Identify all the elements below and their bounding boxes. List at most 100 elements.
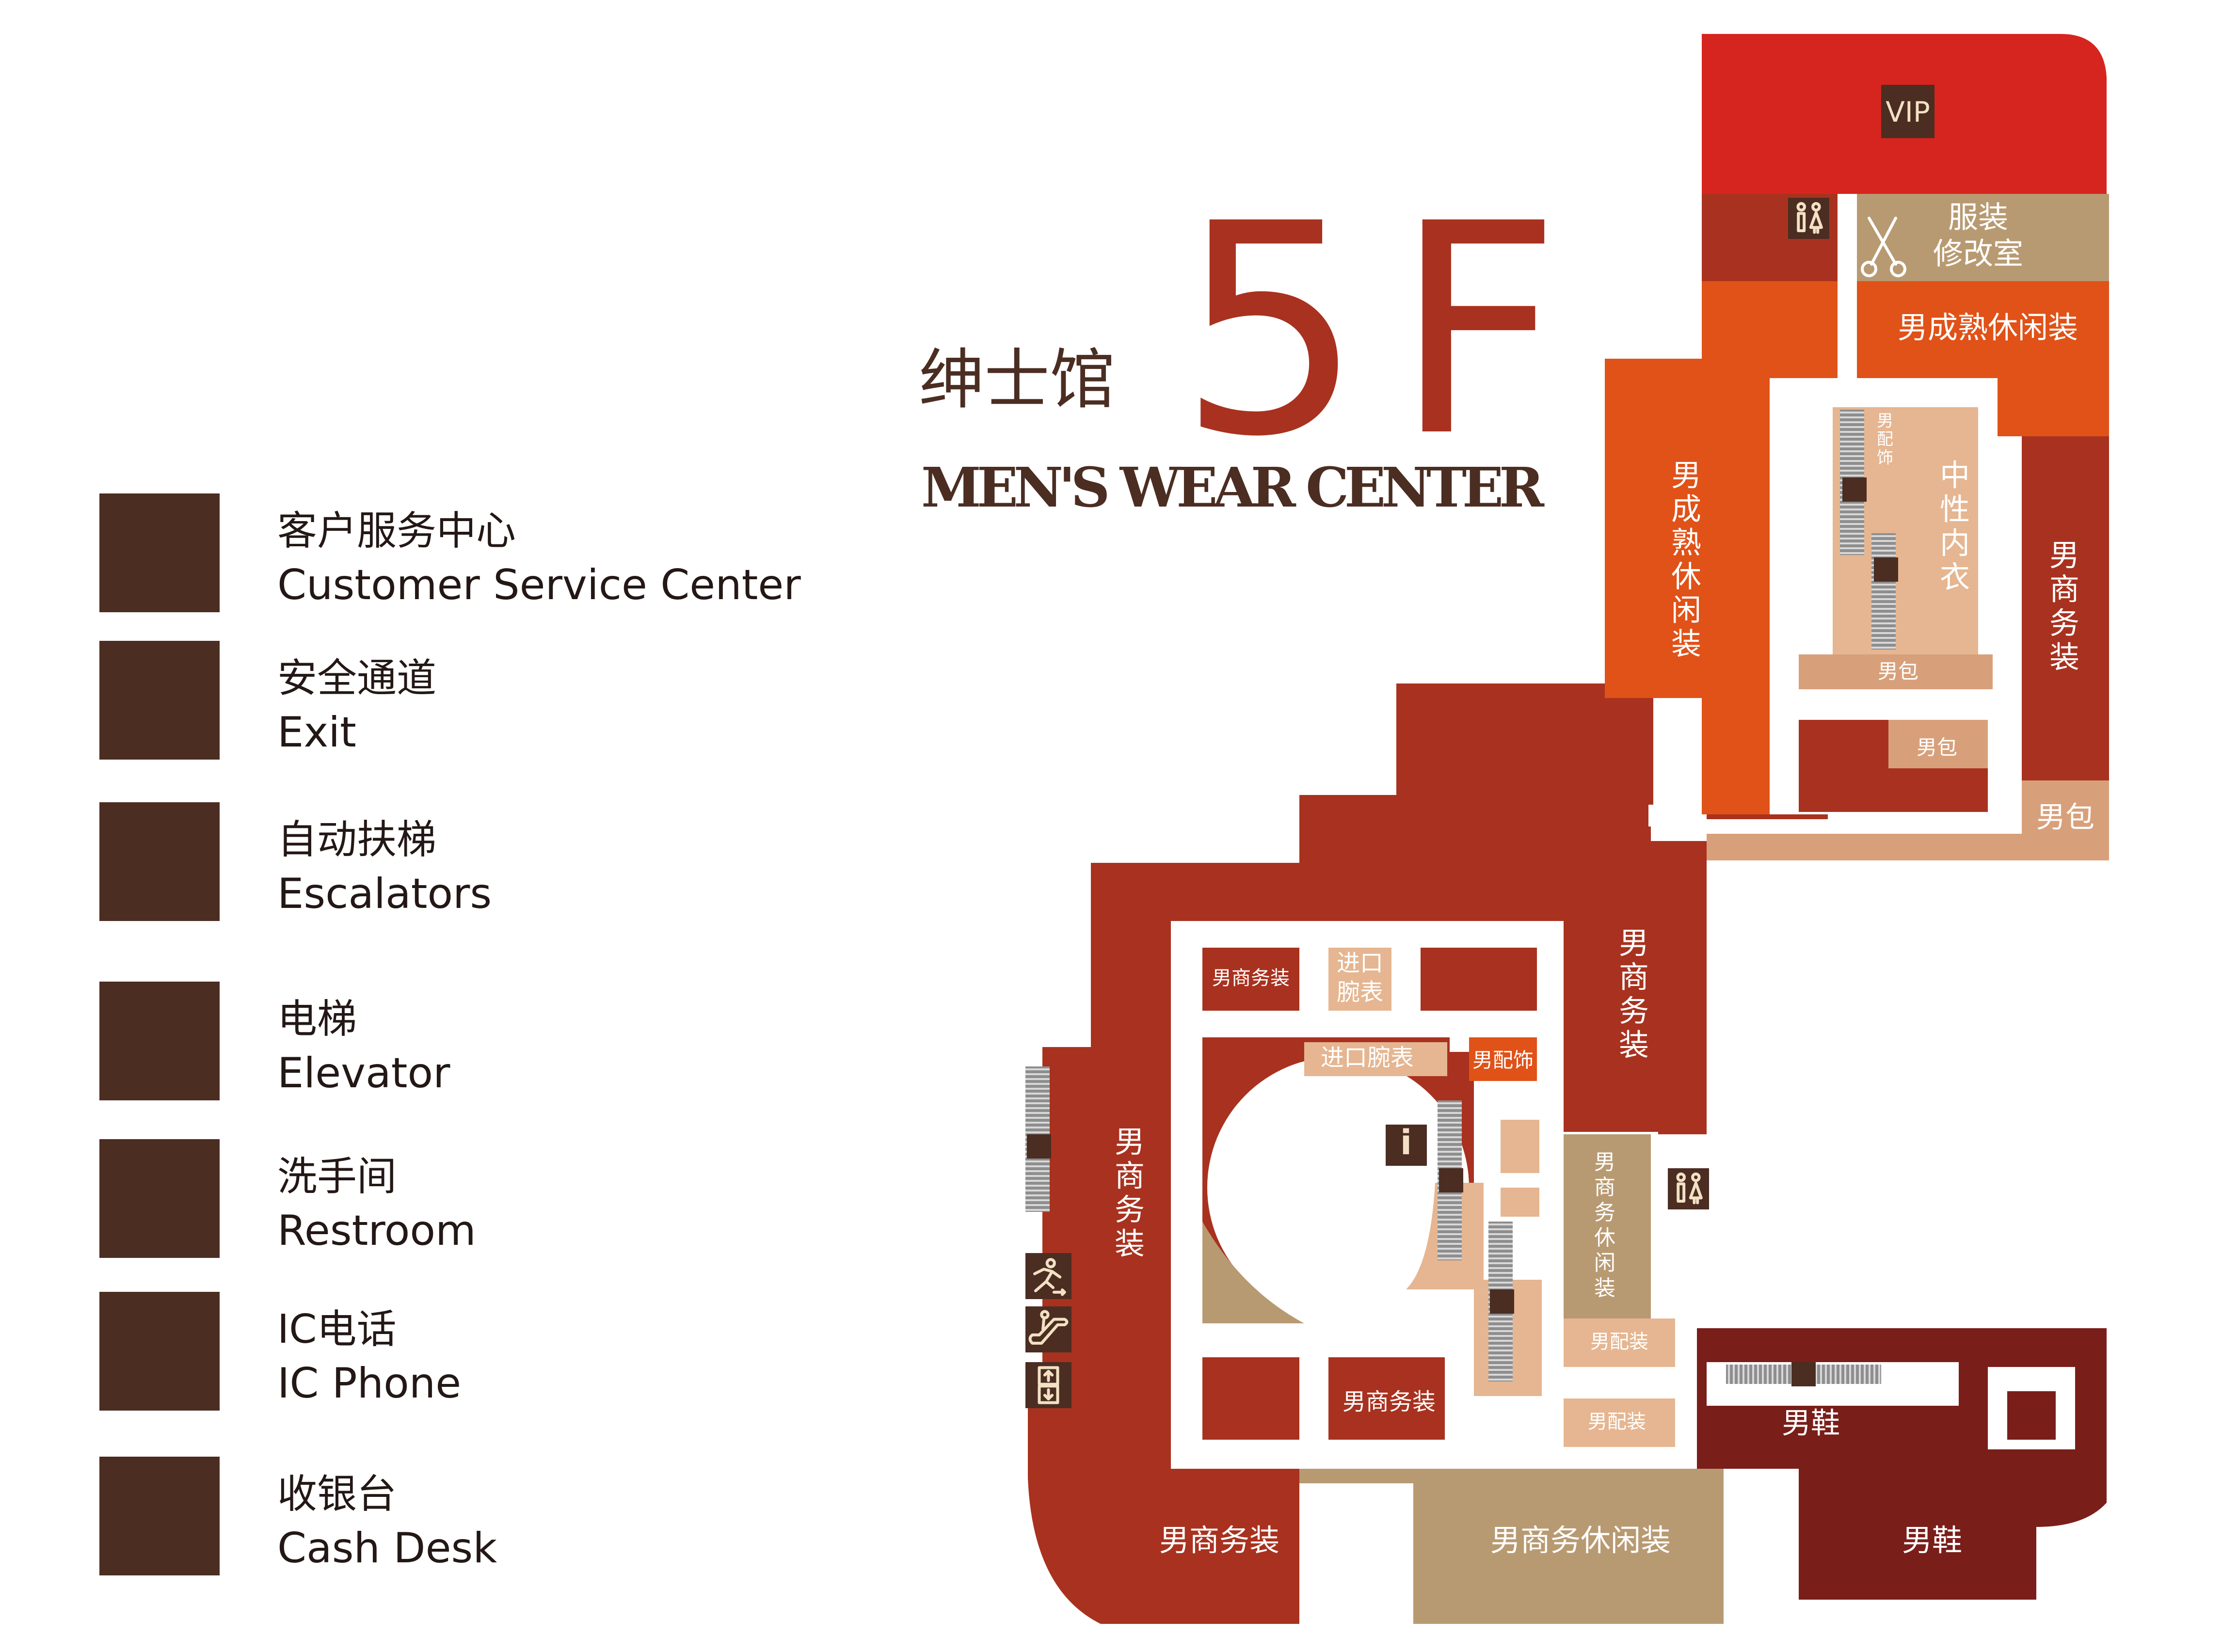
label-business-low: 男商务装 bbox=[1343, 1388, 1436, 1415]
block-business-right[interactable] bbox=[2022, 436, 2109, 785]
block-business-low[interactable] bbox=[1328, 1357, 1445, 1440]
label-biz-casual-mid-char: 装 bbox=[1594, 1276, 1615, 1301]
block-acc-d[interactable] bbox=[1564, 1398, 1675, 1447]
block-accessories-b[interactable] bbox=[1469, 1037, 1537, 1081]
label-bags-b: 男包 bbox=[1917, 736, 1957, 760]
block-bags-a[interactable] bbox=[1799, 654, 1993, 689]
block-import-watch-b[interactable] bbox=[1304, 1042, 1447, 1076]
label-acc-d: 男配装 bbox=[1588, 1411, 1646, 1433]
label-mature-casual-left-char: 闲 bbox=[1671, 592, 1701, 628]
scissors-icon bbox=[1861, 217, 1906, 277]
block-tan-corner[interactable] bbox=[1202, 1222, 1304, 1323]
map-restroom-icon-top[interactable] bbox=[1788, 198, 1829, 239]
label-underwear-char: 中 bbox=[1940, 458, 1970, 493]
label-underwear-char: 性 bbox=[1940, 492, 1970, 527]
map-escalator-icon-d[interactable] bbox=[1439, 1168, 1463, 1192]
legend-label-cn: 洗手间 bbox=[277, 1154, 397, 1200]
legend-label-en: Customer Service Center bbox=[277, 561, 801, 609]
label-shoes-a: 男鞋 bbox=[1782, 1407, 1840, 1441]
legend-label-en: IC Phone bbox=[277, 1359, 461, 1408]
label-import-watch-a-line: 进口 bbox=[1337, 950, 1383, 977]
vip-icon bbox=[99, 493, 220, 612]
label-mature-casual-left-char: 休 bbox=[1671, 558, 1701, 594]
restroom-icon bbox=[99, 1139, 220, 1258]
block-step-b[interactable] bbox=[1396, 683, 1653, 805]
escalator-tower-b[interactable] bbox=[1871, 533, 1896, 650]
label-mature-casual-top: 男成熟休闲装 bbox=[1898, 310, 2078, 345]
label-business-left-char: 商 bbox=[1115, 1158, 1145, 1193]
block-court-top-a[interactable] bbox=[1421, 841, 1537, 919]
block-shoes-a[interactable] bbox=[1702, 1406, 1901, 1447]
map-escalator-icon-c[interactable] bbox=[1027, 1134, 1051, 1159]
label-acc-c: 男配装 bbox=[1590, 1331, 1648, 1353]
escalator-glyph bbox=[1028, 1310, 1069, 1345]
label-biz-casual-mid-char: 休 bbox=[1594, 1225, 1615, 1250]
label-biz-casual-mid-char: 男 bbox=[1594, 1150, 1615, 1175]
legend-label-en: Cash Desk bbox=[277, 1524, 497, 1573]
block-corridor-strip[interactable] bbox=[1707, 834, 2109, 860]
label-shoes-b: 男鞋 bbox=[1902, 1523, 1962, 1558]
label-business-bottom: 男商务装 bbox=[1159, 1523, 1279, 1558]
hall-name-en: MEN'S WEAR CENTER bbox=[921, 456, 1545, 520]
elevator-icon bbox=[99, 982, 220, 1100]
hall-name-cn: 绅士馆 bbox=[919, 342, 1115, 418]
block-bags-b[interactable] bbox=[1888, 720, 1988, 768]
label-business-left-char: 务 bbox=[1115, 1192, 1145, 1227]
block-biz-casual-mid[interactable] bbox=[1564, 1134, 1651, 1318]
block-alteration[interactable] bbox=[1857, 194, 2109, 281]
map-escalator-icon-f[interactable] bbox=[1791, 1362, 1816, 1386]
label-bags-c: 男包 bbox=[2036, 801, 2094, 835]
map-restroom-icon-mid[interactable] bbox=[1668, 1168, 1709, 1209]
map-vip-icon[interactable] bbox=[1881, 85, 1934, 138]
label-mature-casual-left-char: 男 bbox=[1671, 458, 1701, 493]
legend-label-cn: 安全通道 bbox=[277, 655, 436, 701]
block-business-mid[interactable] bbox=[1564, 841, 1704, 1132]
label-business-right-char: 务 bbox=[2049, 605, 2079, 641]
block-court-top-b[interactable] bbox=[1421, 948, 1537, 1011]
block-court-low-a[interactable] bbox=[1202, 1357, 1299, 1440]
legend-label-en: Exit bbox=[277, 708, 356, 757]
block-import-watch-a[interactable] bbox=[1328, 948, 1391, 1011]
block-peach-small-a[interactable] bbox=[1501, 1120, 1539, 1173]
label-accessories-b: 男配饰 bbox=[1472, 1048, 1534, 1072]
block-tan-strip[interactable] bbox=[1299, 1469, 1413, 1483]
map-escalator-icon-e[interactable] bbox=[1490, 1289, 1514, 1314]
block-biz-casual-low[interactable] bbox=[1413, 1469, 1724, 1624]
floor-number: 5F bbox=[1178, 161, 1561, 500]
label-biz-casual-mid-char: 闲 bbox=[1594, 1251, 1615, 1275]
atrium-circle bbox=[1207, 1057, 1469, 1318]
label-underwear-char: 内 bbox=[1940, 525, 1970, 561]
label-business-mid-char: 务 bbox=[1619, 993, 1649, 1029]
map-escalator-icon-a[interactable] bbox=[1842, 477, 1867, 502]
label-business-mid-char: 男 bbox=[1619, 925, 1649, 961]
label-accessories-a: 男配饰 bbox=[1877, 412, 1893, 468]
label-accessories-a-char: 饰 bbox=[1877, 448, 1893, 468]
block-acc-c[interactable] bbox=[1564, 1318, 1675, 1367]
label-mature-casual-left-char: 成 bbox=[1671, 492, 1701, 527]
floor-title: 5F 绅士馆 MEN'S WEAR CENTER bbox=[919, 161, 1561, 520]
label-accessories-a-char: 配 bbox=[1877, 430, 1893, 449]
label-alteration-line: 修改室 bbox=[1933, 236, 2023, 271]
block-shoes-b[interactable] bbox=[2007, 1391, 2056, 1440]
label-mature-casual-left: 男成熟休闲装 bbox=[1671, 458, 1701, 661]
legend-label-en: Elevator bbox=[277, 1049, 450, 1097]
map-escalator-icon-b[interactable] bbox=[1874, 557, 1898, 582]
block-biz-small-a[interactable] bbox=[1202, 948, 1299, 1011]
legend-label-en: Restroom bbox=[277, 1207, 476, 1255]
map-info-icon[interactable] bbox=[1386, 1125, 1427, 1166]
legend-label-cn: 自动扶梯 bbox=[277, 817, 436, 863]
label-business-left-char: 装 bbox=[1115, 1226, 1145, 1261]
label-underwear-char: 衣 bbox=[1940, 559, 1970, 595]
store-map bbox=[1028, 34, 2109, 1624]
label-bags-a: 男包 bbox=[1878, 660, 1918, 683]
block-peach-small-b[interactable] bbox=[1501, 1188, 1539, 1217]
label-business-left: 男商务装 bbox=[1115, 1124, 1145, 1261]
